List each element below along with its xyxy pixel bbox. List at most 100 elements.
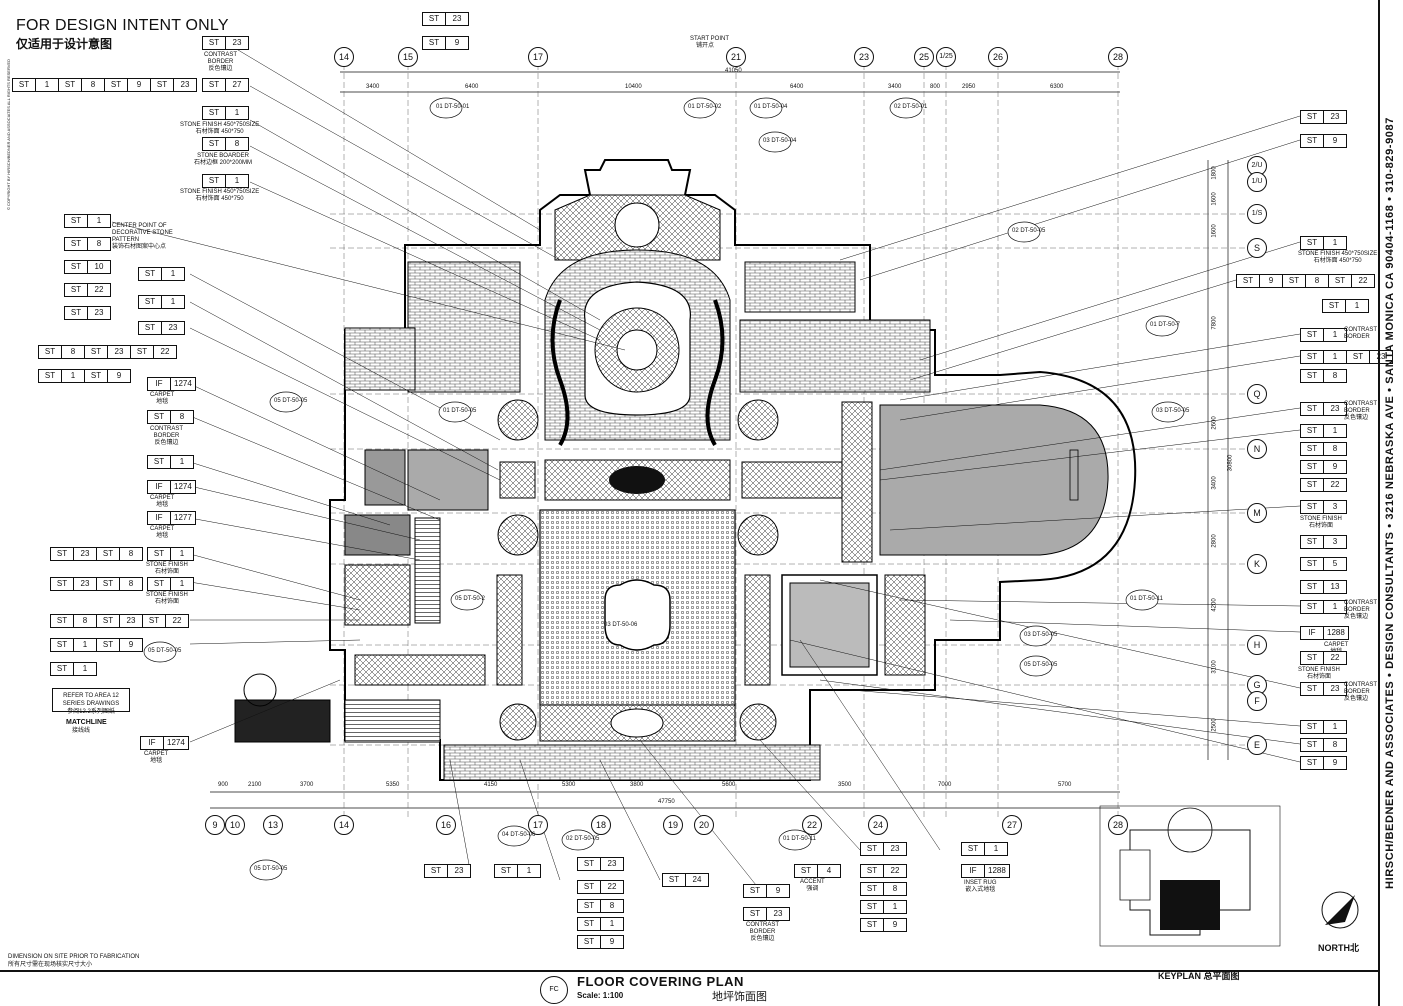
detail-ref[interactable]: 01 DT-50-05	[443, 408, 477, 414]
detail-ref[interactable]: 01 DT-50-11	[1130, 596, 1163, 602]
detail-ref[interactable]: 01 DT-50-01	[436, 104, 470, 110]
detail-ref[interactable]: 05 DT-50-05	[254, 866, 288, 872]
detail-ref[interactable]: 03 DT-50-05	[1024, 632, 1058, 638]
detail-ref[interactable]: 01 DT-50-04	[754, 104, 788, 110]
dim-top: 3400	[366, 84, 380, 90]
grid-bubble-right: M	[1247, 503, 1267, 523]
detail-ref[interactable]: 03 DT-50-06	[604, 622, 638, 628]
detail-ref[interactable]: 05 DT-50-05	[148, 648, 182, 654]
detail-ref[interactable]: 01 DT-50-02	[688, 104, 722, 110]
detail-ref[interactable]: 05 DT-50-05	[274, 398, 308, 404]
drawing-code-bubble: FC	[540, 976, 568, 1004]
detail-ref[interactable]: 03 DT-50-05	[1156, 408, 1190, 414]
detail-ref[interactable]: 02 DT-50-05	[566, 836, 600, 842]
detail-ref[interactable]: 01 DT-50-7	[1150, 322, 1181, 328]
detail-ref[interactable]: 05 DT-50-05	[1024, 662, 1058, 668]
dim-right: 1800	[1211, 166, 1218, 180]
detail-ref[interactable]: 02 DT-50-01	[894, 104, 928, 110]
detail-ref[interactable]: 01 DT-50-11	[783, 836, 816, 842]
detail-ref[interactable]: 04 DT-50-06	[502, 832, 536, 838]
detail-ref[interactable]: 03 DT-50-04	[763, 138, 797, 144]
detail-ref[interactable]: 05 DT-50-2	[455, 596, 486, 602]
grid-bubble-right: E	[1247, 735, 1267, 755]
detail-ref[interactable]: 02 DT-50-05	[1012, 228, 1046, 234]
material-note: CARPET 地毯	[144, 751, 169, 764]
dim-top: 6300	[1050, 84, 1064, 90]
